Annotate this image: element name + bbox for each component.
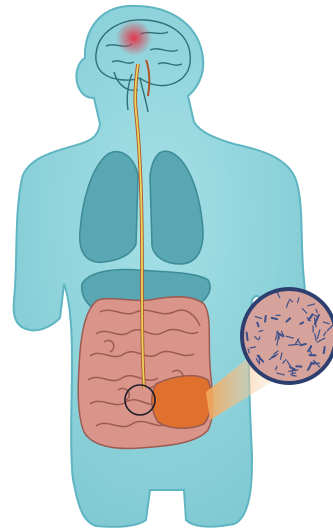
microbiome-inset xyxy=(242,289,333,383)
microbe xyxy=(300,344,305,345)
body-silhouette xyxy=(14,6,305,527)
microbe xyxy=(247,332,248,340)
microbe xyxy=(300,322,303,323)
microbe xyxy=(272,318,277,319)
brain-glow xyxy=(116,20,152,56)
microbe xyxy=(257,323,258,327)
microbe xyxy=(324,347,325,353)
microbe xyxy=(310,363,317,364)
colon-highlight xyxy=(152,376,212,429)
microbe xyxy=(265,316,266,322)
